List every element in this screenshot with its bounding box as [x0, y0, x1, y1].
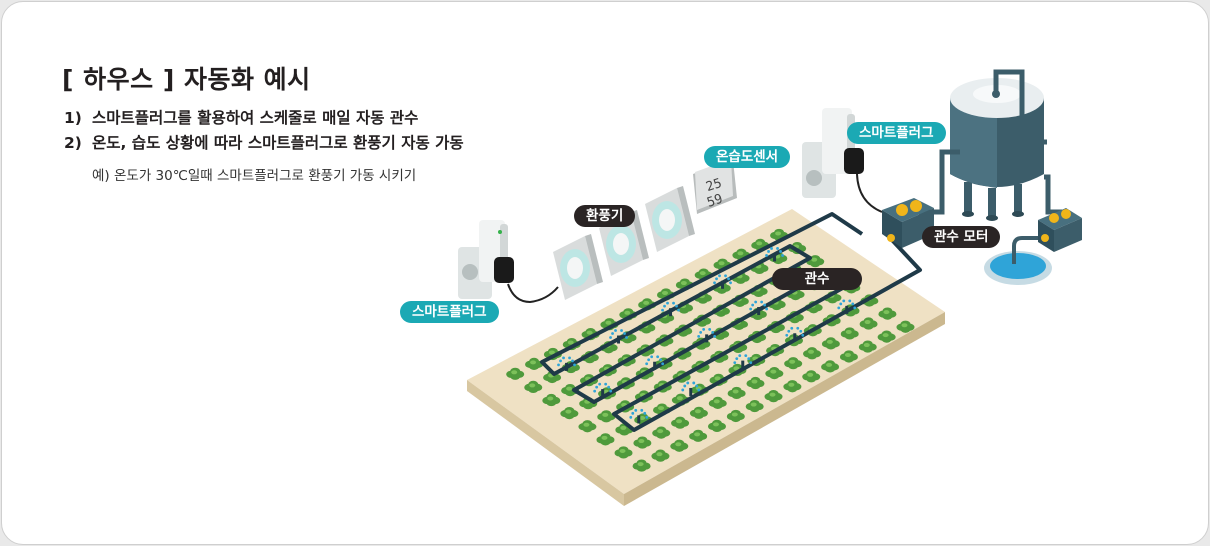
- sprinkler-icon: [645, 355, 665, 370]
- field: [467, 209, 945, 506]
- example-note: 예) 온도가 30℃일때 스마트플러그로 환풍기 가동 시키기: [92, 168, 417, 184]
- plant-icon: [727, 386, 746, 400]
- smart-plug-left-label: 스마트플러그: [400, 301, 499, 323]
- plant-icon: [525, 357, 544, 370]
- plant-icon: [746, 376, 765, 390]
- irrigation-motor-label: 관수 모터: [922, 226, 1001, 248]
- sprinkler-icon: [557, 356, 576, 371]
- sprinkler-icon: [713, 274, 732, 289]
- plant-icon: [578, 420, 597, 433]
- sensor-temperature-readout: 25: [704, 176, 724, 195]
- plant-icon: [670, 439, 689, 452]
- plant-icon: [614, 446, 633, 459]
- plant-icon: [784, 357, 803, 370]
- plant-icon: [542, 393, 561, 407]
- smart-plug-right-label: 스마트플러그: [847, 122, 946, 144]
- irrigation-label: 관수: [772, 268, 862, 290]
- plant-icon: [821, 337, 840, 350]
- plant-icon: [633, 436, 652, 449]
- plant-icon: [859, 317, 878, 330]
- sprinkler-icon: [837, 299, 857, 314]
- fan-cable: [507, 283, 559, 304]
- temperature-humidity-sensor-icon: 25 59: [693, 159, 737, 214]
- irrigation-pump-right-icon: [1038, 208, 1082, 252]
- plant-icon: [651, 449, 670, 462]
- plant-icon: [803, 347, 822, 360]
- water-tank-icon: [902, 69, 1062, 221]
- step-text: 온도, 습도 상황에 따라 스마트플러그로 환풍기 자동 가동: [92, 134, 464, 152]
- plant-icon: [821, 360, 840, 373]
- plant-icon: [596, 433, 615, 446]
- step-text: 스마트플러그를 활용하여 스케줄로 매일 자동 관수: [92, 109, 419, 127]
- step-number: 1): [64, 109, 82, 127]
- plant-icon: [632, 459, 651, 472]
- plant-icon: [671, 416, 690, 429]
- step-number: 2): [64, 134, 82, 152]
- plant-icon: [878, 307, 897, 320]
- plant-icon: [896, 320, 915, 333]
- page-title: [ 하우스 ] 자동화 예시: [62, 65, 311, 94]
- step-list: 1) 스마트플러그를 활용하여 스케줄로 매일 자동 관수 2) 온도, 습도 상황…: [64, 106, 464, 156]
- sprinkler-icon: [749, 300, 769, 316]
- plant-icon: [765, 367, 784, 380]
- step-item-1: 1) 스마트플러그를 활용하여 스케줄로 매일 자동 관수: [64, 106, 464, 131]
- plant-icon: [579, 397, 598, 410]
- motor-cable: [856, 173, 883, 213]
- plant-icon: [745, 399, 764, 413]
- plant-icon: [597, 410, 616, 423]
- plant-icon: [560, 407, 579, 420]
- water-pool-icon: [984, 236, 1052, 285]
- plant-icon: [689, 406, 708, 419]
- irrigation-pipe: [540, 212, 922, 432]
- sprinkler-icon: [609, 329, 628, 344]
- sprinkler-icon: [697, 327, 717, 343]
- sprinkler-icon: [733, 354, 753, 369]
- plant-icon: [726, 409, 745, 423]
- plant-icon: [750, 261, 769, 274]
- step-item-2: 2) 온도, 습도 상황에 따라 스마트플러그로 환풍기 자동 가동: [64, 131, 464, 156]
- plant-icon: [839, 350, 858, 363]
- plant-icon: [652, 426, 671, 439]
- sprinkler-icon: [593, 382, 613, 398]
- plant-icon: [506, 367, 525, 380]
- plant-icon: [802, 370, 821, 383]
- fan-label: 환풍기: [574, 205, 636, 227]
- plant-icon: [858, 340, 877, 353]
- plant-icon: [783, 380, 802, 393]
- sensor-label: 온습도센서: [704, 146, 791, 168]
- sensor-humidity-readout: 59: [705, 192, 725, 211]
- irrigation-pump-left-icon: [882, 198, 934, 248]
- plant-icon: [764, 390, 783, 403]
- sprinkler-icon: [765, 247, 784, 262]
- sprinkler-icon: [785, 326, 805, 342]
- plant-icon: [689, 429, 708, 442]
- sprinkler-icon: [629, 408, 649, 424]
- plant-icon: [877, 330, 896, 343]
- sprinkler-icon: [681, 381, 701, 396]
- plant-icon: [524, 380, 543, 394]
- smart-plug-left-icon: [458, 220, 514, 299]
- plant-icon: [708, 396, 727, 409]
- ventilation-fan-icon: [553, 186, 695, 300]
- sprinkler-icon: [661, 301, 680, 317]
- plant-icon: [840, 327, 859, 340]
- plant-icon: [707, 419, 726, 432]
